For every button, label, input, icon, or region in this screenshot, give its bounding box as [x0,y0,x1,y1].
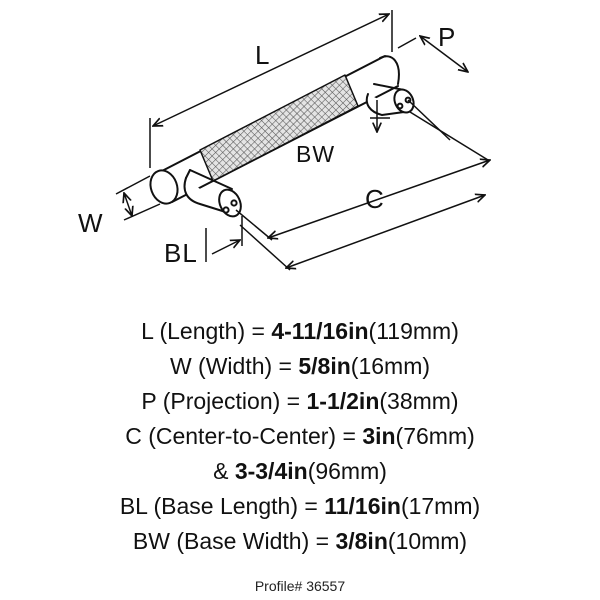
spec-base-width: BW (Base Width) = 3/8in(10mm) [132,528,468,554]
pull-dimension-diagram: L P W BW C BL [78,10,600,271]
dimension-C [235,99,490,271]
left-end-cap [149,169,179,205]
label-C: C [365,184,385,214]
spec-projection: P (Projection) = 1-1/2in(38mm) [141,388,459,414]
right-end-cap [379,55,400,85]
label-L: L [255,40,270,70]
dimension-L [149,10,393,168]
dimension-P [397,36,468,72]
spec-center-to-center: C (Center-to-Center) = 3in(76mm) [125,423,475,449]
spec-length: L (Length) = 4-11/16in(119mm) [141,318,459,344]
label-BL: BL [164,238,198,268]
dimension-BL [205,216,243,262]
profile-number: Profile# 36557 [254,578,346,594]
label-W: W [78,208,104,238]
dimension-BW [370,100,390,132]
spec-center-to-center-alt: & 3-3/4in(96mm) [213,458,387,484]
spec-width: W (Width) = 5/8in(16mm) [169,353,431,379]
label-BW: BW [296,141,335,167]
dimension-W [115,175,161,221]
left-post [183,169,242,218]
specification-list: L (Length) = 4-11/16in(119mm) W (Width) … [0,314,600,559]
label-P: P [438,22,456,52]
spec-base-length: BL (Base Length) = 11/16in(17mm) [119,493,481,519]
